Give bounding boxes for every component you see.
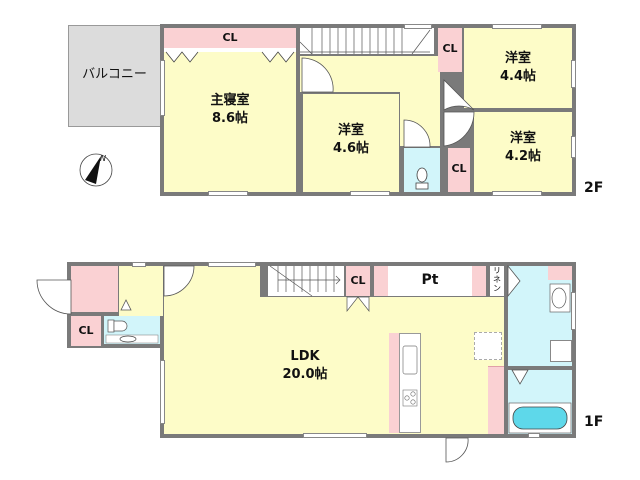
stairs-icon <box>299 28 431 55</box>
cupboard <box>488 366 504 434</box>
master-closet <box>164 28 296 48</box>
window <box>492 191 542 196</box>
entrance-door-icon <box>36 279 72 315</box>
window <box>208 191 248 196</box>
window <box>571 136 576 158</box>
linen-label: リ ネ ン <box>493 266 501 294</box>
western-room-4-2 <box>474 112 572 192</box>
window <box>303 433 367 438</box>
closet-ne <box>438 28 462 72</box>
window <box>492 24 542 29</box>
svg-text:N: N <box>100 154 106 163</box>
folding-door-icon <box>165 51 295 63</box>
washing-machine <box>550 340 572 362</box>
pantry-shelf-right <box>472 266 486 296</box>
ldk <box>164 297 504 434</box>
window <box>132 262 146 267</box>
staircase-1f <box>268 266 344 296</box>
sink-icon <box>402 345 418 407</box>
western-room-4-2-label: 洋室 4.2帖 <box>504 131 542 164</box>
closet-se-label: CL <box>451 162 467 175</box>
washbasin-icon <box>549 283 571 313</box>
toilet-icon <box>105 319 159 344</box>
toilet-icon <box>415 167 429 190</box>
pantry <box>374 266 486 296</box>
door-swings-2f <box>301 57 475 148</box>
floor-tag-2f: 2F <box>584 180 604 196</box>
closet-door-icon <box>346 296 370 313</box>
entrance-closet <box>71 316 101 346</box>
pantry-label: Pt <box>421 272 439 288</box>
entrance-genkan <box>71 266 118 312</box>
ldk-label: LDK 20.0帖 <box>282 349 328 382</box>
balcony <box>68 25 161 127</box>
western-room-4-4-label: 洋室 4.4帖 <box>499 51 537 84</box>
western-room-4-4 <box>464 28 572 108</box>
pantry-shelf-left <box>374 266 388 296</box>
kitchen-back-counter <box>389 333 399 433</box>
closet-door-strip <box>164 48 296 52</box>
window <box>528 433 540 438</box>
window <box>208 262 256 267</box>
bathtub-icon <box>508 402 572 434</box>
window <box>160 60 165 116</box>
window <box>571 292 576 330</box>
stair-closet-label: CL <box>350 274 366 287</box>
compass-icon: N <box>79 153 113 187</box>
wash-shelf <box>548 266 572 280</box>
entrance-closet-label: CL <box>78 324 94 337</box>
fridge-space <box>474 332 502 360</box>
linen-closet <box>490 266 504 296</box>
stairs-icon <box>269 265 341 297</box>
window <box>350 191 390 196</box>
closet-ne-label: CL <box>442 42 458 55</box>
western-room-4-6 <box>303 94 399 192</box>
floor-tag-1f: 1F <box>584 414 604 430</box>
window <box>571 60 576 88</box>
window <box>160 360 165 424</box>
western-room-4-6-label: 洋室 4.6帖 <box>332 123 370 156</box>
stair-closet <box>346 266 370 296</box>
window <box>404 24 432 29</box>
balcony-label: バルコニー <box>82 67 147 82</box>
master-closet-label: CL <box>222 31 238 44</box>
closet-se <box>448 148 470 192</box>
master-bedroom-label: 主寝室 8.6帖 <box>210 93 250 126</box>
